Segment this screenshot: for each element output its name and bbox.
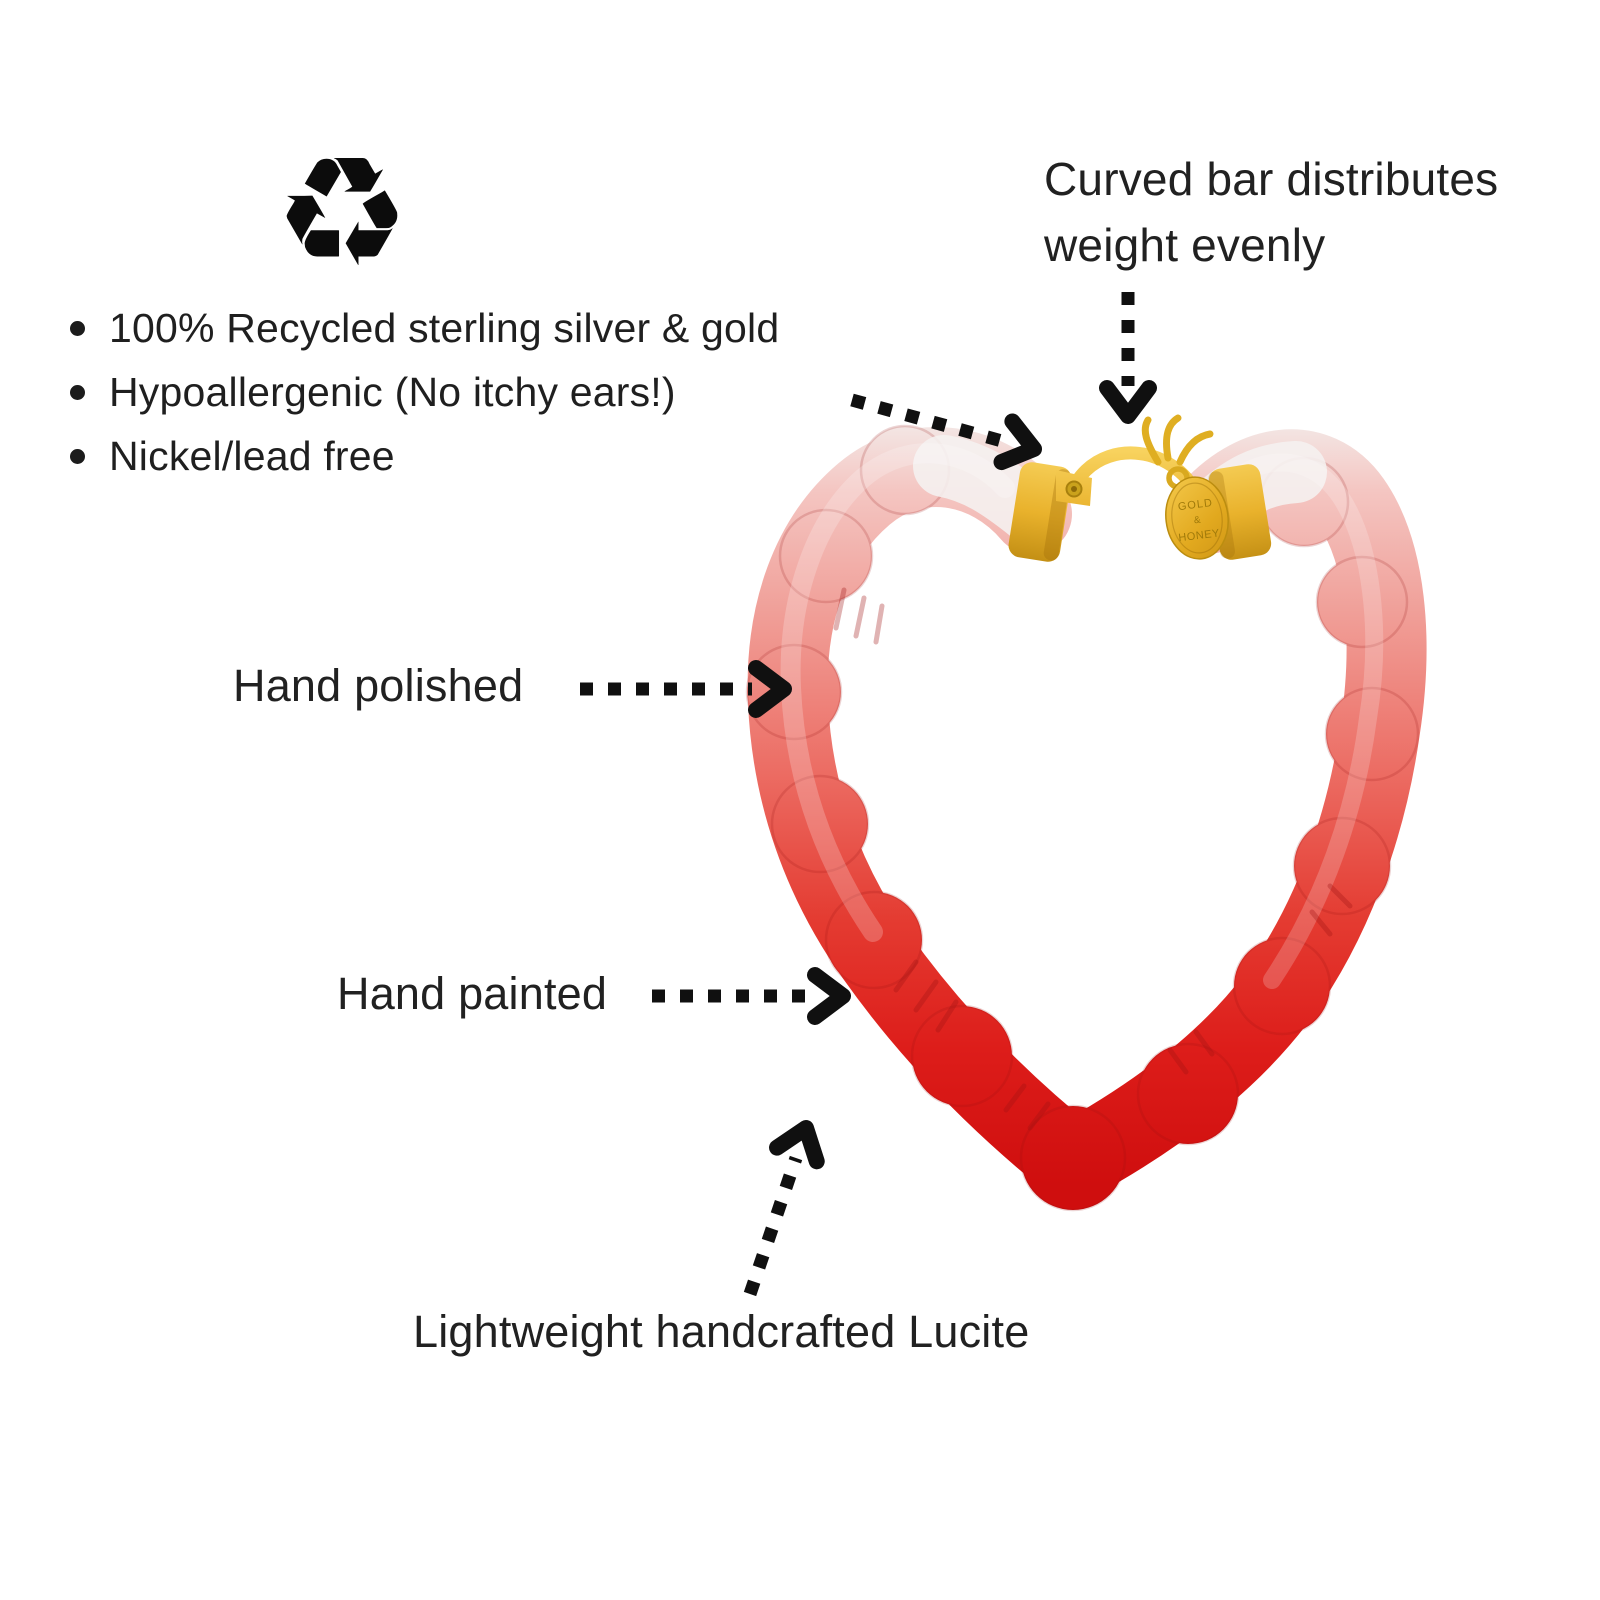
feature-item-recycled: 100% Recycled sterling silver & gold	[70, 296, 779, 360]
arrow-right-icon	[580, 660, 792, 718]
arrow-up-icon	[743, 1120, 825, 1297]
earring-illustration: GOLD & HONEY	[745, 414, 1427, 1212]
brand-disc: GOLD & HONEY	[1165, 476, 1229, 560]
hinge	[1056, 470, 1092, 506]
disc-engraving-line3: HONEY	[1178, 527, 1221, 544]
recycle-icon: ♻	[273, 128, 411, 298]
callout-hand-polished: Hand polished	[233, 660, 524, 711]
arrow-right-icon	[850, 393, 1042, 471]
clasp: GOLD & HONEY	[1008, 414, 1272, 562]
feature-text: Nickel/lead free	[109, 433, 395, 479]
bullet-dot	[70, 449, 85, 464]
arrow-right-icon	[652, 967, 851, 1025]
callout-curved-bar: Curved bar distributes weight evenly	[1044, 153, 1499, 271]
callout-arrows	[580, 292, 1157, 1297]
feature-item-hypoallergenic: Hypoallergenic (No itchy ears!)	[70, 360, 779, 424]
disc-engraving-line1: GOLD	[1177, 497, 1213, 513]
feature-text: Hypoallergenic (No itchy ears!)	[109, 369, 676, 415]
bullet-dot	[70, 385, 85, 400]
callout-lucite: Lightweight handcrafted Lucite	[413, 1306, 1030, 1357]
bamboo-nodes	[745, 424, 1420, 1212]
bamboo-ridges	[833, 587, 1353, 1131]
disc-engraving-line2: &	[1193, 515, 1201, 527]
feature-text: 100% Recycled sterling silver & gold	[109, 305, 780, 351]
hoop-highlight-right	[1217, 453, 1384, 989]
arrow-down-icon	[1099, 292, 1157, 424]
lucite-heart-hoop	[745, 424, 1427, 1212]
bullet-dot	[70, 321, 85, 336]
callout-hand-painted: Hand painted	[337, 968, 608, 1019]
hoop-highlight-left	[780, 443, 1015, 942]
feature-item-nickel-free: Nickel/lead free	[70, 424, 779, 488]
clasp-prongs	[1141, 414, 1214, 466]
feature-list: 100% Recycled sterling silver & gold Hyp…	[70, 296, 779, 488]
